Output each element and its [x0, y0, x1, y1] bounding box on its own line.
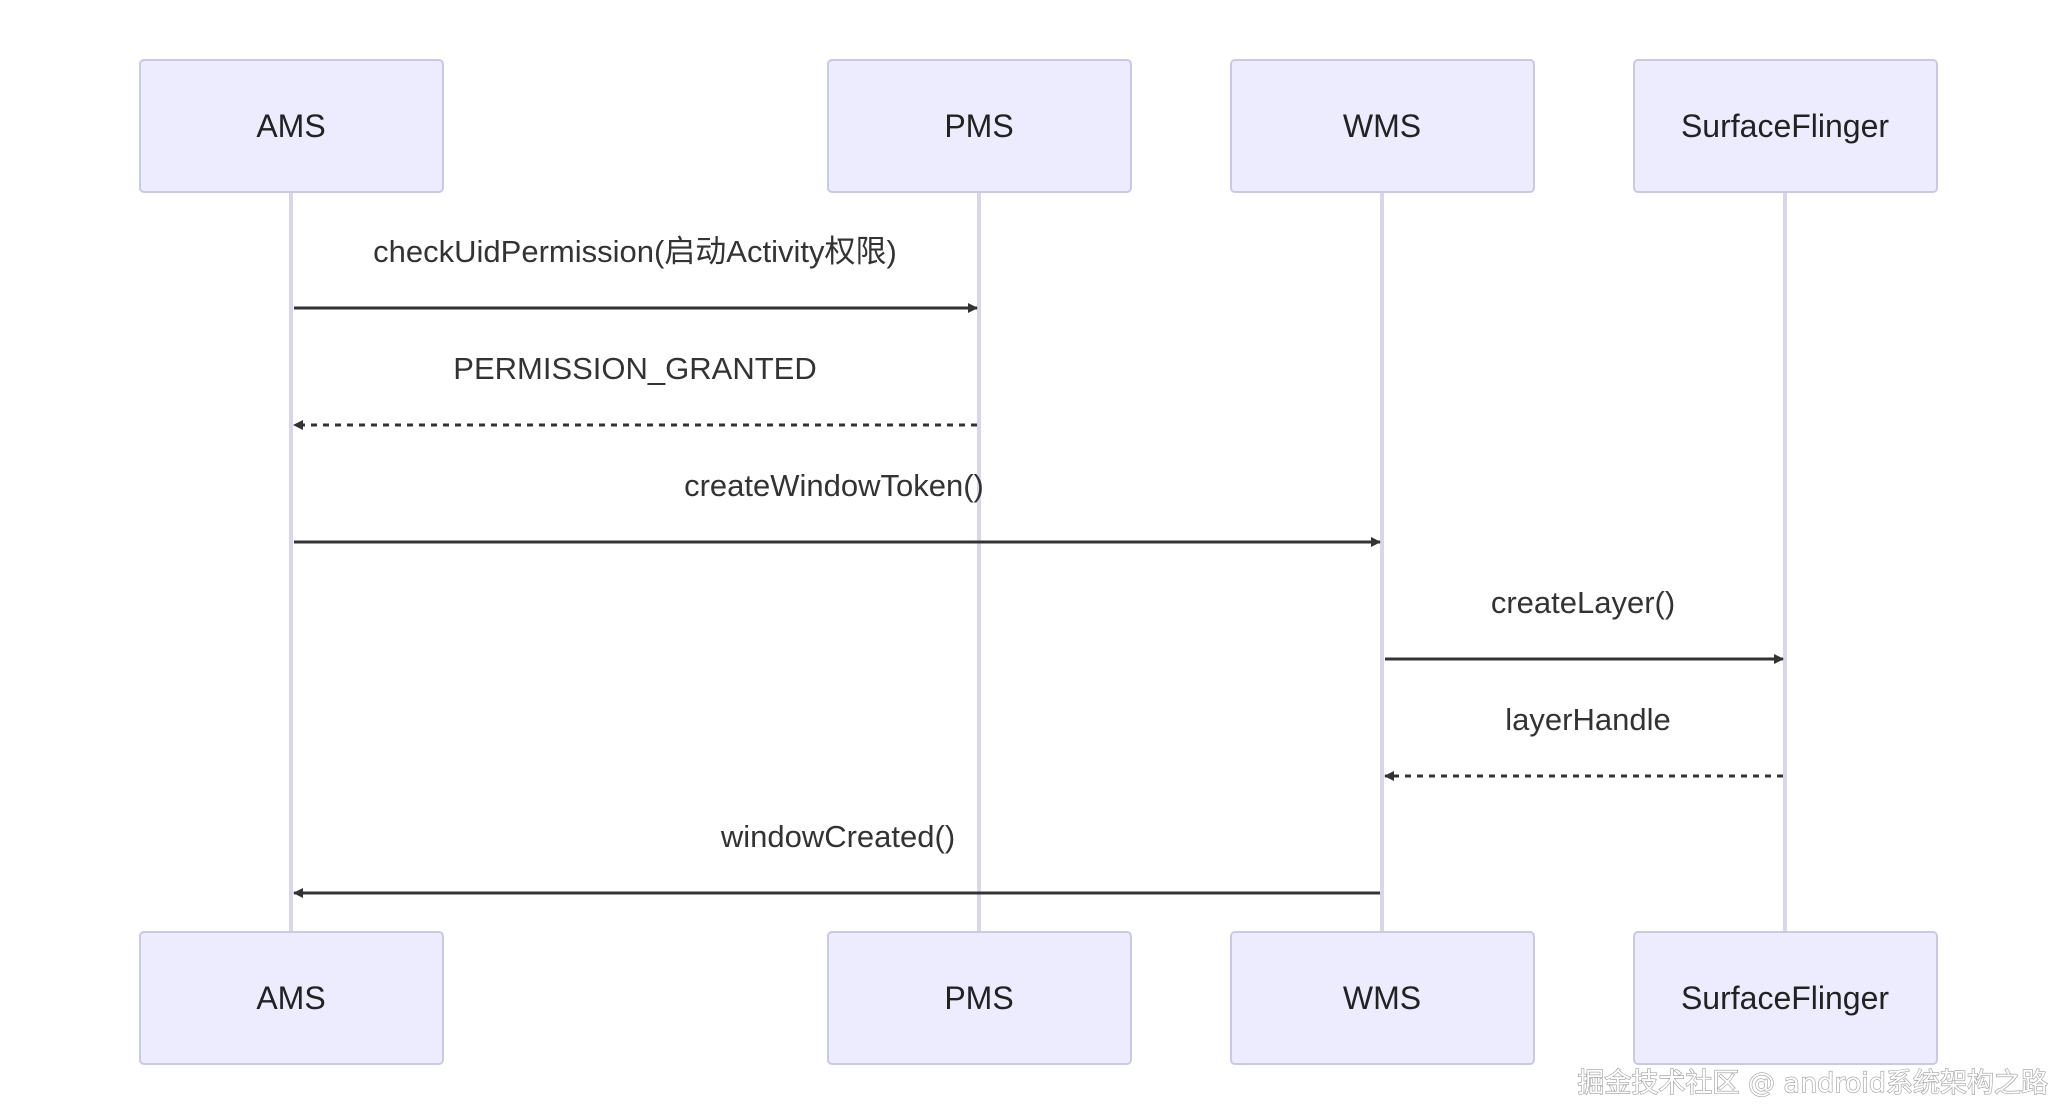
- actor-pms-bottom[interactable]: PMS: [827, 931, 1132, 1065]
- message-window-created: windowCreated(): [293, 819, 1380, 898]
- message-label: checkUidPermission(启动Activity权限): [373, 234, 897, 269]
- actor-surfaceflinger-top[interactable]: SurfaceFlinger: [1633, 59, 1938, 193]
- message-label: createLayer(): [1491, 585, 1675, 620]
- actor-pms-top[interactable]: PMS: [827, 59, 1132, 193]
- actors-bottom: AMS PMS WMS SurfaceFlinger: [139, 931, 1938, 1065]
- actor-wms-bottom[interactable]: WMS: [1230, 931, 1535, 1065]
- actor-label: PMS: [944, 108, 1013, 144]
- watermark-text: 掘金技术社区 @ android系统架构之路: [1577, 1068, 2048, 1099]
- message-permission-granted: PERMISSION_GRANTED: [293, 351, 977, 430]
- actor-label: PMS: [944, 980, 1013, 1016]
- actor-label: WMS: [1343, 980, 1421, 1016]
- actor-ams-bottom[interactable]: AMS: [139, 931, 444, 1065]
- messages: checkUidPermission(启动Activity权限) PERMISS…: [293, 234, 1784, 898]
- message-create-layer: createLayer(): [1385, 585, 1784, 664]
- actor-label: WMS: [1343, 108, 1421, 144]
- message-label: windowCreated(): [720, 819, 955, 854]
- lifelines: [289, 192, 1787, 932]
- message-label: PERMISSION_GRANTED: [453, 351, 816, 386]
- message-check-uid-permission: checkUidPermission(启动Activity权限): [294, 234, 978, 313]
- actor-label: SurfaceFlinger: [1681, 108, 1889, 144]
- actor-label: AMS: [256, 108, 325, 144]
- message-label: layerHandle: [1505, 702, 1670, 737]
- actors-top: AMS PMS WMS SurfaceFlinger: [139, 59, 1938, 193]
- message-label: createWindowToken(): [684, 468, 984, 503]
- message-layer-handle: layerHandle: [1384, 702, 1783, 781]
- actor-label: AMS: [256, 980, 325, 1016]
- actor-label: SurfaceFlinger: [1681, 980, 1889, 1016]
- actor-surfaceflinger-bottom[interactable]: SurfaceFlinger: [1633, 931, 1938, 1065]
- message-create-window-token: createWindowToken(): [294, 468, 1381, 547]
- actor-wms-top[interactable]: WMS: [1230, 59, 1535, 193]
- actor-ams-top[interactable]: AMS: [139, 59, 444, 193]
